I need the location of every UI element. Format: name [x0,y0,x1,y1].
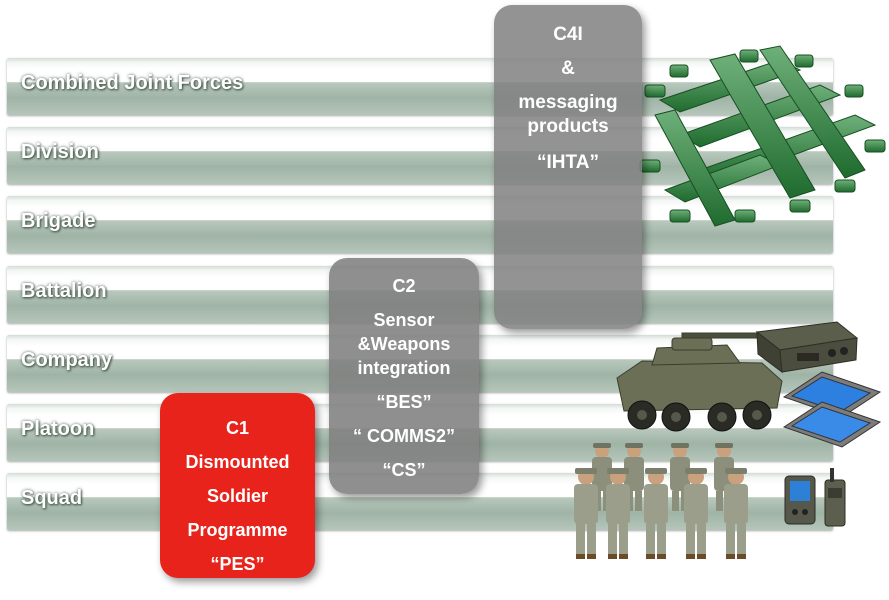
c2-line: “BES” [376,392,432,412]
c2-line: integration [357,358,451,378]
c4i-line: products [527,116,609,137]
radio-device-icon [755,321,859,374]
level-label: Combined Joint Forces [21,72,244,94]
c1-title: C1 [225,418,249,438]
c2-line: Sensor [373,310,435,330]
tablet-computer-icon [782,371,882,448]
level-label: Battalion [21,280,107,302]
level-bar-brigade: Brigade [7,196,833,253]
handheld-device-icon [784,468,846,527]
level-bar-combined-joint-forces: Combined Joint Forces [7,58,833,115]
c4i-line: “IHTA” [537,152,599,173]
c1-line: Dismounted [185,452,290,472]
c1-line: “PES” [210,554,265,574]
network-circuit-icon [639,45,886,227]
soldiers-group-icon [574,443,748,559]
c1-line: Programme [187,520,288,540]
level-label: Brigade [21,210,96,232]
c4i-box: C4I & messaging products “IHTA” [494,5,642,329]
c2-title: C2 [392,276,416,296]
c2-line: “CS” [382,460,426,480]
c1-box: C1 Dismounted Soldier Programme “PES” [160,393,315,578]
level-label: Squad [21,487,83,509]
c1-line: Soldier [206,486,268,506]
level-label: Division [21,141,99,163]
armored-vehicle-icon [616,332,783,432]
c2-box: C2 Sensor &Weapons integration “BES” “ C… [329,258,479,494]
c4i-line: messaging [518,92,618,113]
c2-line: &Weapons [357,334,451,354]
level-label: Company [21,349,113,371]
c4i-title: C4I [553,24,583,45]
c4i-line: & [561,58,575,79]
level-label: Platoon [21,418,95,440]
c2-line: “ COMMS2” [352,426,455,446]
